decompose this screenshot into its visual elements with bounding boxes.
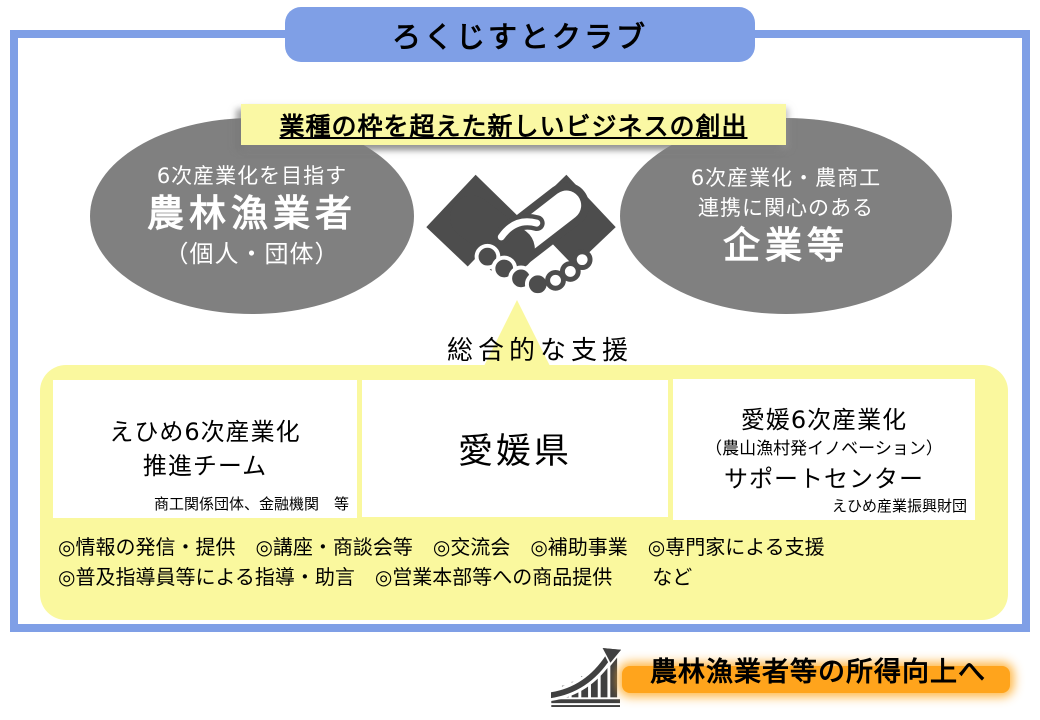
club-title: ろくじすとクラブ [391,19,648,54]
team-note: 商工関係団体、金融機関 等 [153,495,349,513]
center-note: えひめ産業振興財団 [831,497,967,515]
center-title-line2: （農山漁村発イノベーション） [705,439,943,459]
companies-qualifier-2: 連携に関心のある [698,196,874,220]
growth-chart-icon [548,645,629,707]
farmers-suffix: （個人・団体） [164,240,340,268]
headline-banner: 業種の枠を超えた新しいビジネスの創出 [241,104,786,145]
companies-name: 企業等 [723,224,849,267]
center-title-line3: サポートセンター [724,465,924,493]
handshake-icon [425,158,617,306]
outcome-highlight-bar [622,666,1010,693]
org-box-promotion-team: えひめ6次産業化 推進チーム 商工関係団体、金融機関 等 [53,380,357,518]
services-line-2: ◎普及指導員等による指導・助言 ◎営業本部等への商品提供 など [58,565,693,589]
center-title-line1: 愛媛6次産業化 [740,406,908,434]
companies-qualifier-1: 6次産業化・農商工 [690,166,882,190]
org-box-support-center: 愛媛6次産業化 （農山漁村発イノベーション） サポートセンター えひめ産業振興財… [673,379,975,520]
team-title-line1: えひめ6次産業化 [109,418,301,446]
club-title-banner: ろくじすとクラブ [285,7,755,62]
services-list: ◎情報の発信・提供 ◎講座・商談会等 ◎交流会 ◎補助事業 ◎専門家による支援 … [58,532,988,592]
team-title-line2: 推進チーム [142,452,268,480]
headline-text: 業種の枠を超えた新しいビジネスの創出 [279,111,748,141]
prefecture-title: 愛媛県 [457,432,572,472]
farmers-ellipse: 6次産業化を目指す 農林漁業者 （個人・団体） [90,118,414,314]
outcome-text: 農林漁業者等の所得向上へ [650,657,986,688]
support-label: 総合的な支援 [446,336,633,366]
org-box-ehime-prefecture: 愛媛県 [362,380,668,517]
farmers-qualifier: 6次産業化を目指す [156,164,348,188]
services-line-1: ◎情報の発信・提供 ◎講座・商談会等 ◎交流会 ◎補助事業 ◎専門家による支援 [58,535,825,559]
farmers-name: 農林漁業者 [147,192,357,235]
companies-ellipse: 6次産業化・農商工 連携に関心のある 企業等 [620,118,952,314]
support-pointer-triangle [484,300,550,366]
